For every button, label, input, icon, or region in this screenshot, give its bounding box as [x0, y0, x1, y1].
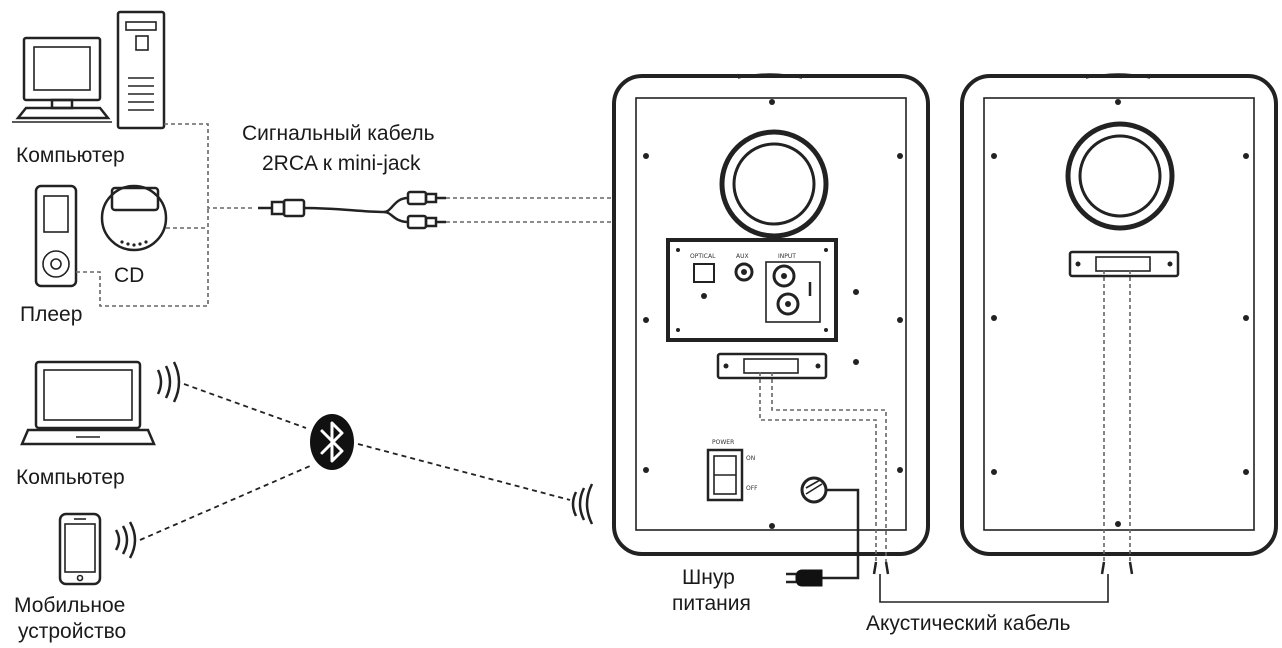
power-cord-label-line2: питания: [672, 592, 751, 615]
power-cord: [786, 488, 860, 587]
cd-player-icon: [100, 184, 168, 252]
signal-cable: [258, 190, 446, 230]
speaker-terminal-input: [1068, 250, 1180, 278]
cable-label-line2: 2RCA к mini-jack: [262, 152, 421, 175]
on-label: ON: [746, 455, 755, 462]
bluetooth-links: [139, 383, 571, 541]
computer-top-label: Компьютер: [16, 144, 125, 167]
wireless-waves-icon: [156, 361, 181, 403]
bluetooth-icon: [310, 414, 354, 470]
music-player-icon: [34, 184, 78, 288]
desktop-computer-icon: [12, 10, 166, 130]
optical-port[interactable]: [693, 263, 715, 283]
power-switch[interactable]: POWER ON OFF: [706, 439, 758, 502]
mobile-label-line2: устройство: [18, 620, 127, 643]
off-label: OFF: [746, 485, 758, 492]
optical-label: OPTICAL: [690, 253, 716, 260]
source-wiring: [76, 123, 252, 307]
power-label: POWER: [712, 439, 734, 446]
speaker-cable: [759, 270, 1134, 603]
input-label: INPUT: [778, 253, 796, 260]
power-socket: [800, 476, 828, 504]
speaker-terminal-output: [716, 352, 828, 380]
passive-speaker: [960, 73, 1278, 556]
speaker-cable-label: Акустический кабель: [866, 612, 1071, 635]
wireless-waves-icon: [114, 521, 137, 559]
mobile-label-line1: Мобильное: [14, 594, 126, 617]
cd-label: CD: [114, 264, 145, 287]
wireless-waves-icon: [571, 483, 594, 525]
smartphone-icon: [58, 512, 102, 586]
player-label: Плеер: [20, 303, 83, 326]
input-panel: OPTICAL AUX INPUT: [666, 238, 838, 342]
laptop-icon: [20, 360, 156, 446]
aux-label: AUX: [736, 253, 749, 260]
power-cord-label-line1: Шнур: [682, 566, 735, 589]
cable-label-line1: Сигнальный кабель: [242, 122, 435, 145]
computer-bt-label: Компьютер: [16, 466, 125, 489]
